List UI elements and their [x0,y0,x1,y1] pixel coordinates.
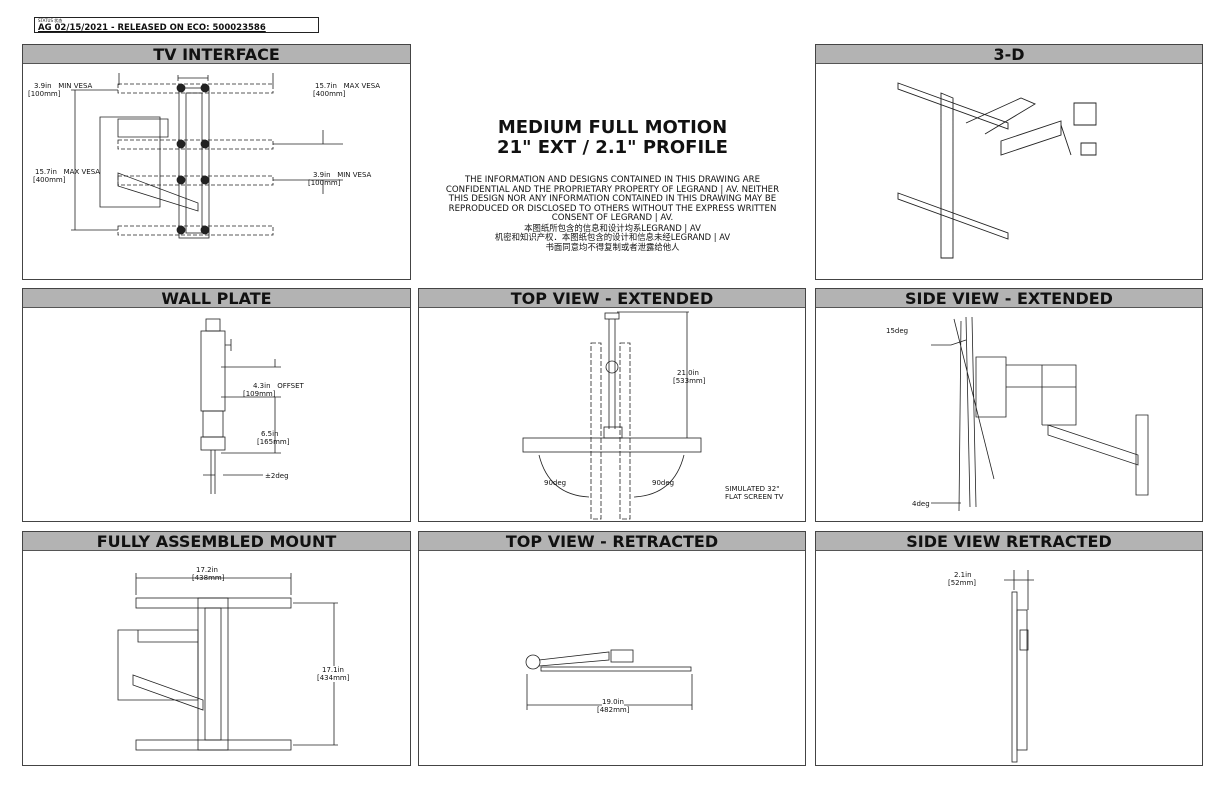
disclaimer-cn-1: 本图纸所包含的信息和设计均系LEGRAND | AV [524,222,701,233]
dim-retracted-width-mm: [482mm] [597,706,630,714]
dim-offset: 4.3in OFFSET [253,382,304,390]
side-extended-drawing [931,316,1149,512]
dim-assembled-width: 17.2in [196,566,218,574]
dim-plate-height-mm: [165mm] [257,438,290,446]
panel-side-view-extended: SIDE VIEW - EXTENDED 15deg 4deg [815,288,1203,522]
dim-min-vesa-v: 3.9in MIN VESA [313,171,372,179]
disclaimer-en: THE INFORMATION AND DESIGNS CONTAINED IN… [445,175,780,223]
disclaimer-cn-2: 机密和知识产权．本图纸包含的设计和信息未经LEGRAND | AV [494,232,731,242]
panel-title: SIDE VIEW - EXTENDED [816,289,1202,308]
title-block: MEDIUM FULL MOTION 21" EXT / 2.1" PROFIL… [440,118,785,252]
panel-title: TOP VIEW - RETRACTED [419,532,805,551]
panel-title: TV INTERFACE [23,45,410,64]
wall-plate-drawing [200,318,281,494]
dim-max-vesa-h-mm: [400mm] [313,90,346,98]
panel-side-view-retracted: SIDE VIEW RETRACTED 2.1in [52mm] [815,531,1203,766]
panel-top-view-retracted: TOP VIEW - RETRACTED 19.0in [482mm] [418,531,806,766]
dim-max-vesa-v-mm: [400mm] [33,176,66,184]
dim-assembled-height: 17.1in [322,666,344,674]
dim-tilt-up: 15deg [886,327,909,335]
dim-left-angle: 90deg [544,479,567,487]
panel-title: 3-D [816,45,1202,64]
dim-right-angle: 90deg [652,479,675,487]
side-retracted-drawing [1004,570,1034,763]
dim-min-vesa-v-mm: [100mm] [308,179,341,187]
dim-extension: 21.0in [677,369,699,377]
dim-max-vesa-v: 15.7in MAX VESA [35,168,101,176]
note-simulated-tv-2: FLAT SCREEN TV [725,493,784,501]
dim-offset-mm: [109mm] [243,390,276,398]
panel-tv-interface: TV INTERFACE 3.9in MIN VESA [100mm] 15.7… [22,44,411,280]
top-retracted-drawing [525,649,693,710]
dim-retracted-depth: 2.1in [954,571,972,579]
product-title-1: MEDIUM FULL MOTION [497,117,728,138]
status-box: STATUS 状态 AG 02/15/2021 - RELEASED ON EC… [34,17,319,33]
dim-plate-height: 6.5in [261,430,279,438]
panel-title: FULLY ASSEMBLED MOUNT [23,532,410,551]
status-value: AG 02/15/2021 - RELEASED ON ECO: 5000235… [38,23,266,33]
panel-fully-assembled: FULLY ASSEMBLED MOUNT 17.2in [438mm] 17.… [22,531,411,766]
tv-interface-drawing [71,73,343,239]
dim-min-vesa-h: 3.9in MIN VESA [34,82,93,90]
dim-assembled-width-mm: [438mm] [192,574,225,582]
status-label: STATUS 状态 [38,18,63,23]
panel-top-view-extended: TOP VIEW - EXTENDED 21.0in [533mm] 90deg… [418,288,806,522]
panel-3d: 3-D [815,44,1203,280]
dim-retracted-width: 19.0in [602,698,624,706]
note-simulated-tv-1: SIMULATED 32" [725,485,780,493]
panel-title: SIDE VIEW RETRACTED [816,532,1202,551]
dim-max-vesa-h: 15.7in MAX VESA [315,82,381,90]
dim-min-vesa-h-mm: [100mm] [28,90,61,98]
dim-tilt: ±2deg [265,472,289,480]
disclaimer-cn-3: 书面同意均不得复制或者泄露给他人 [545,241,680,252]
dim-assembled-height-mm: [434mm] [317,674,350,682]
panel-title: TOP VIEW - EXTENDED [419,289,805,308]
panel-title: WALL PLATE [23,289,410,308]
dim-tilt-down: 4deg [912,500,930,508]
fully-assembled-drawing [117,573,338,751]
panel-wall-plate: WALL PLATE 4.3in OFFSET [109mm] 6.5in [1… [22,288,411,522]
top-extended-drawing [522,311,702,520]
3d-drawing [897,82,1097,259]
dim-retracted-depth-mm: [52mm] [948,579,977,587]
product-title-2: 21" EXT / 2.1" PROFILE [497,137,728,158]
dim-extension-mm: [533mm] [673,377,706,385]
